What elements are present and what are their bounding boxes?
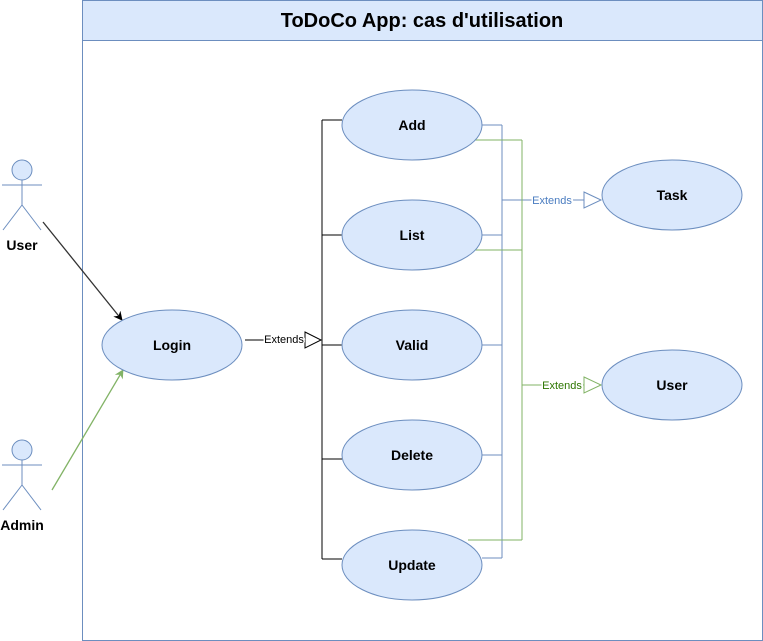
use-case-add[interactable]: Add [341, 89, 483, 161]
admin-login-association [51, 369, 124, 491]
use-case-task-label: Task [657, 187, 688, 203]
use-case-valid[interactable]: Valid [341, 309, 483, 381]
use-case-list[interactable]: List [341, 199, 483, 271]
use-case-delete[interactable]: Delete [341, 419, 483, 491]
actor-user[interactable] [2, 159, 42, 231]
login-extends-arrowhead [304, 331, 323, 349]
task-extends-arrowhead [583, 191, 603, 209]
use-case-login[interactable]: Login [101, 309, 243, 381]
user-login-association [42, 221, 123, 321]
user-extends-connector [468, 139, 584, 541]
use-case-delete-label: Delete [391, 447, 433, 463]
task-extends-label: Extends [532, 195, 572, 207]
use-case-user-label: User [656, 377, 688, 393]
actor-admin[interactable] [2, 439, 42, 511]
user-extends-arrowhead [583, 376, 603, 394]
use-case-login-label: Login [153, 337, 191, 353]
login-extends-label: Extends [264, 334, 304, 346]
user-extends-label: Extends [542, 380, 582, 392]
task-extends-connector [482, 124, 584, 559]
use-case-update-label: Update [388, 557, 436, 573]
actor-user-label: User [6, 237, 38, 253]
diagram-title: ToDoCo App: cas d'utilisation [281, 10, 564, 32]
use-case-valid-label: Valid [396, 337, 429, 353]
use-case-bracket [321, 119, 342, 560]
use-case-task[interactable]: Task [601, 159, 743, 231]
title-bar [82, 0, 763, 41]
use-case-user[interactable]: User [601, 349, 743, 421]
use-case-add-label: Add [398, 117, 425, 133]
use-case-update[interactable]: Update [341, 529, 483, 601]
use-case-list-label: List [400, 227, 425, 243]
actor-admin-label: Admin [0, 517, 44, 533]
